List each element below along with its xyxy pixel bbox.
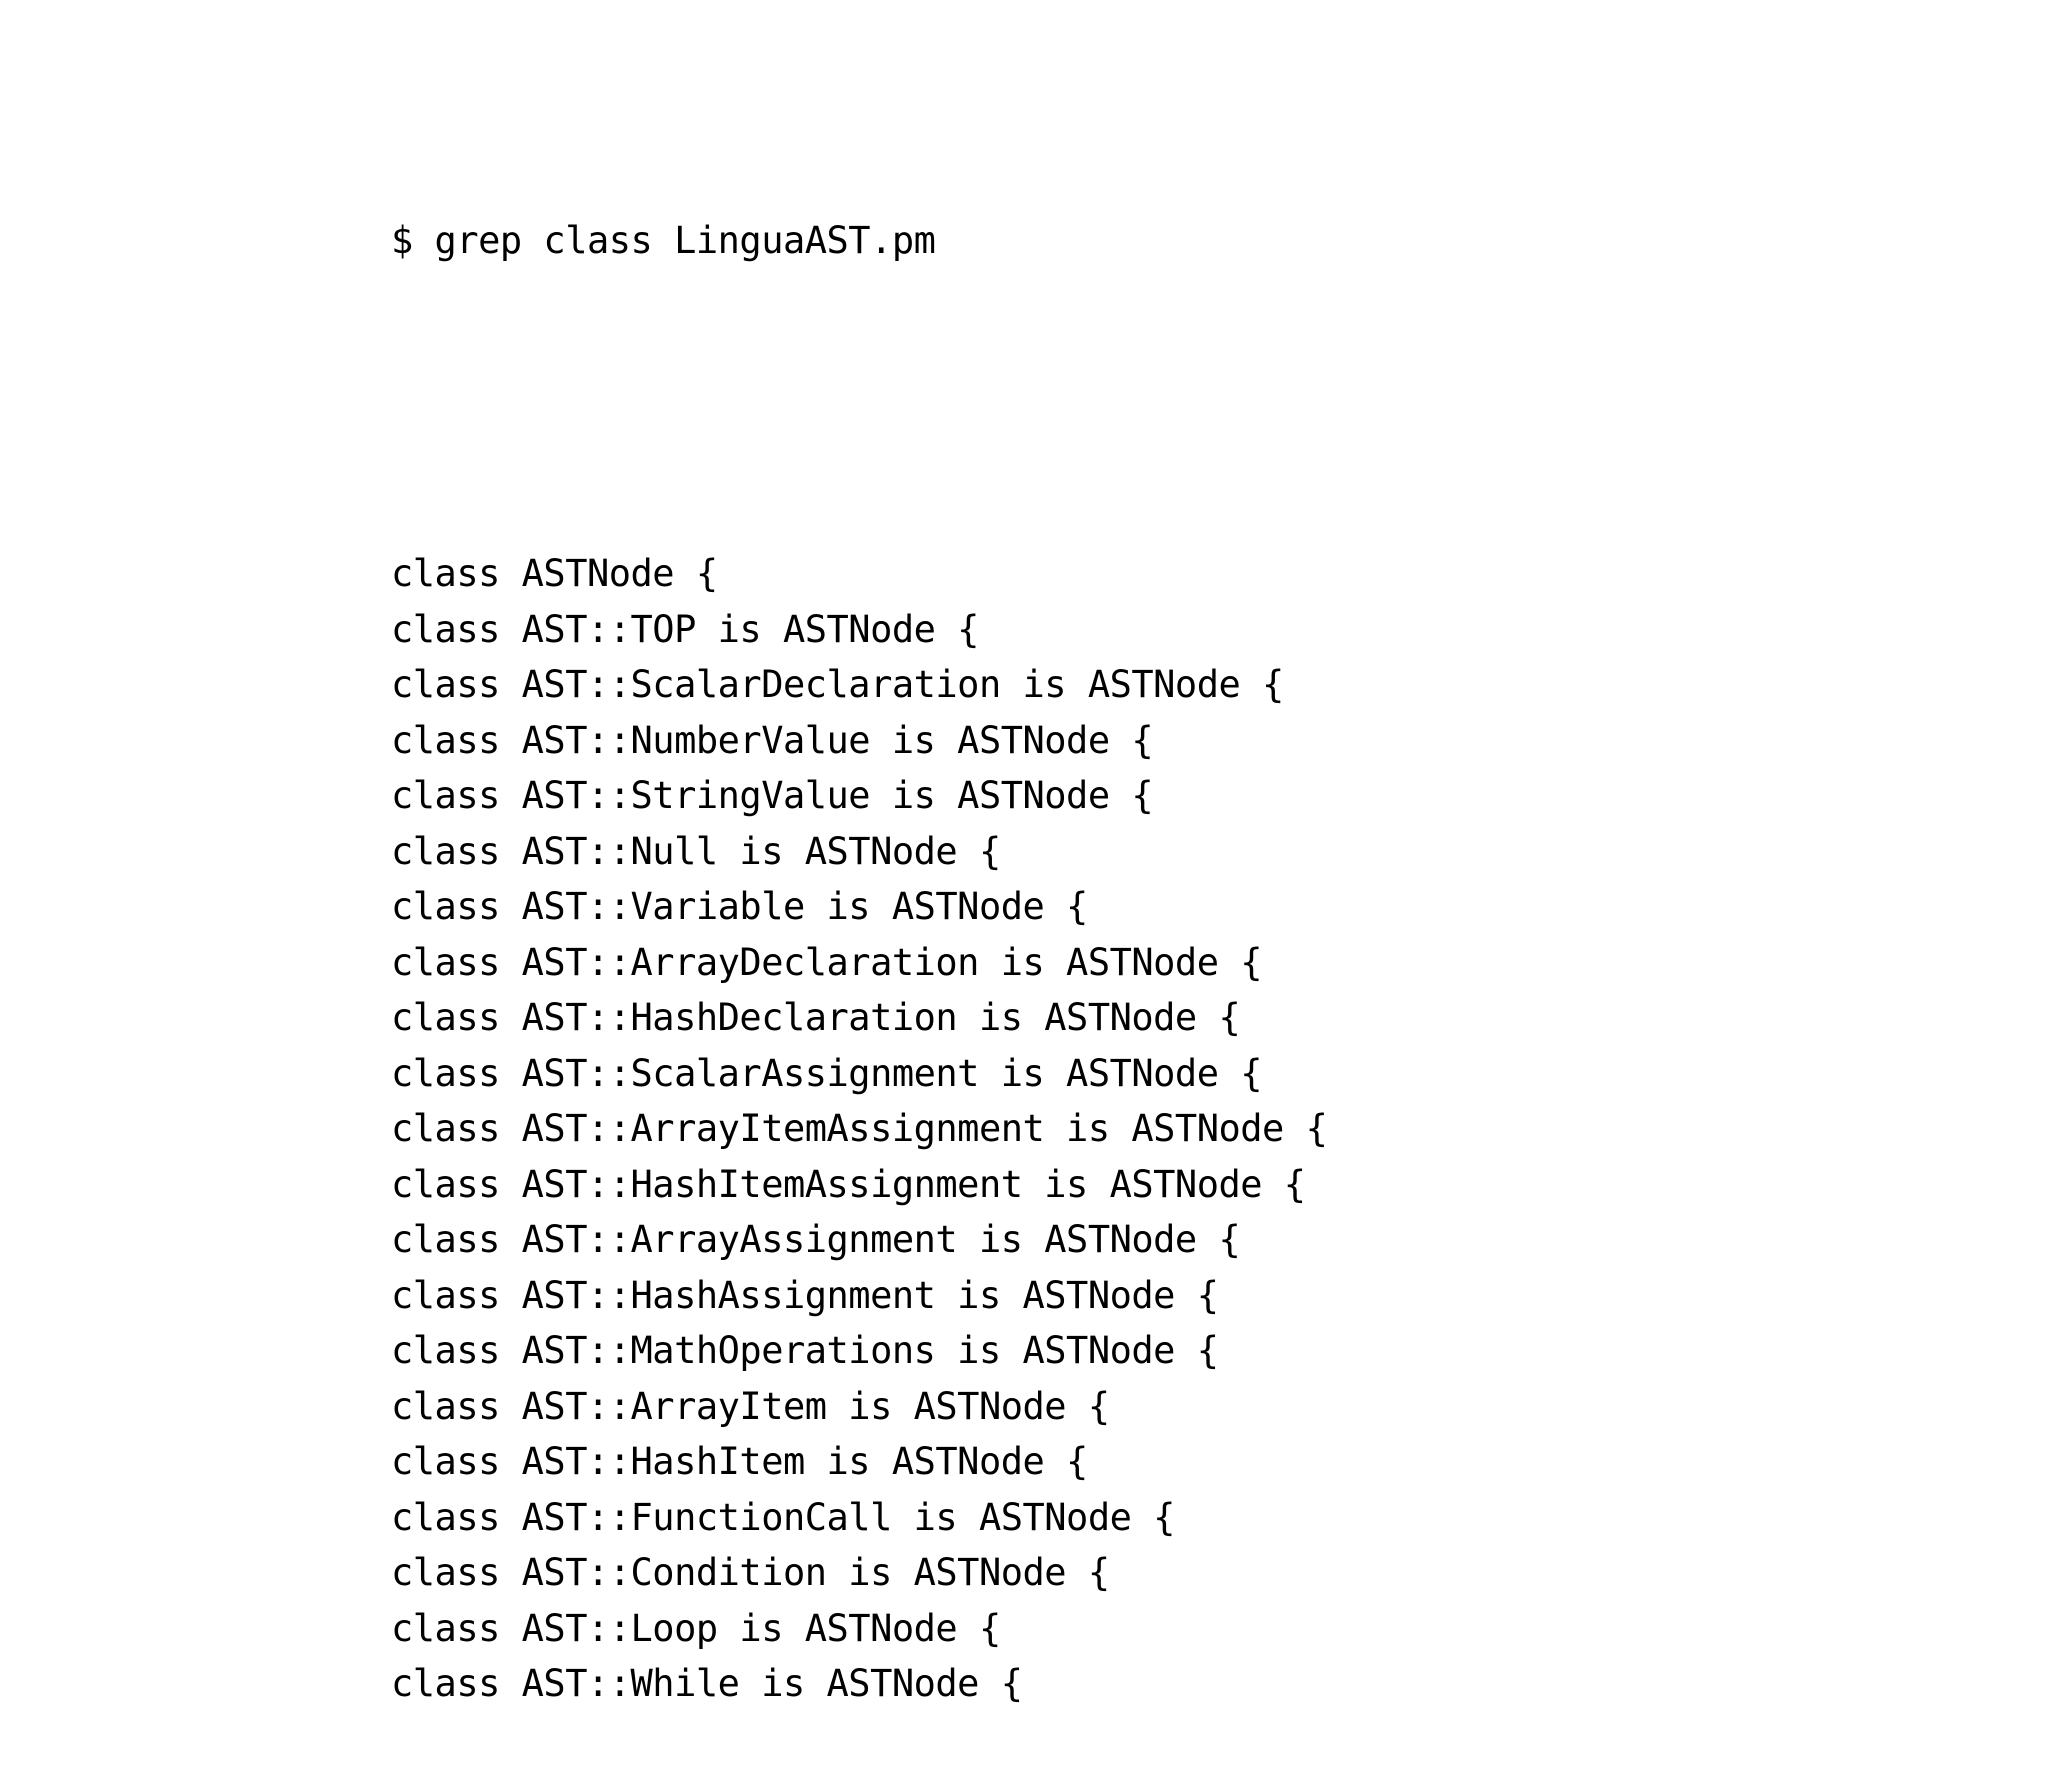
output-line: class AST::ArrayItem is ASTNode {: [391, 1384, 1110, 1428]
output-line: class AST::Loop is ASTNode {: [391, 1606, 1001, 1650]
output-line: class AST::HashDeclaration is ASTNode {: [391, 996, 1241, 1039]
output-line: class AST::FunctionCall is ASTNode {: [391, 1495, 1175, 1539]
output-line: class AST::HashItemAssignment is ASTNode…: [391, 1162, 1306, 1206]
output-line: class AST::HashAssignment is ASTNode {: [391, 1273, 1219, 1317]
output-line: class AST::Condition is ASTNode {: [391, 1551, 1110, 1594]
output-line: class AST::ArrayAssignment is ASTNode {: [391, 1218, 1241, 1261]
output-line: class AST::ScalarDeclaration is ASTNode …: [391, 663, 1284, 706]
output-line: class AST::Variable is ASTNode {: [391, 885, 1088, 928]
terminal-command: $ grep class LinguaAST.pm: [391, 219, 936, 262]
output-line: class AST::TOP is ASTNode {: [391, 607, 979, 651]
output-line: class AST::HashItem is ASTNode {: [391, 1440, 1088, 1483]
output-line: class ASTNode {: [391, 552, 718, 595]
terminal-output: class ASTNode {class AST::TOP is ASTNode…: [391, 546, 2048, 1712]
output-line: class AST::ArrayItemAssignment is ASTNod…: [391, 1107, 1328, 1150]
output-line: class AST::While is ASTNode {: [391, 1662, 1023, 1705]
blank-line: [391, 380, 2048, 436]
output-line: class AST::Null is ASTNode {: [391, 829, 1001, 873]
terminal-slide: $ grep class LinguaAST.pm class ASTNode …: [391, 219, 2048, 1705]
output-line: class AST::NumberValue is ASTNode {: [391, 718, 1154, 762]
output-line: class AST::ScalarAssignment is ASTNode {: [391, 1051, 1263, 1095]
output-line: class AST::ArrayDeclaration is ASTNode {: [391, 940, 1263, 984]
output-line: class AST::StringValue is ASTNode {: [391, 774, 1154, 817]
output-line: class AST::MathOperations is ASTNode {: [391, 1329, 1219, 1372]
